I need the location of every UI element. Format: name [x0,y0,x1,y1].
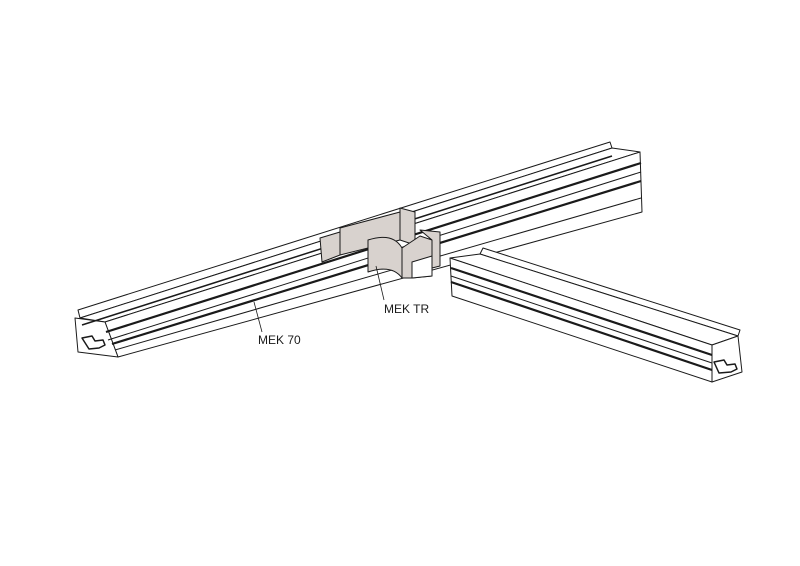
mek-tr-leader-line [375,265,385,301]
branch-rail [449,247,743,383]
tee-connector [319,207,441,279]
mek-70-label: MEK 70 [258,333,301,347]
mek-70-leader-line [253,301,263,333]
mek-tr-label: MEK TR [384,302,430,316]
